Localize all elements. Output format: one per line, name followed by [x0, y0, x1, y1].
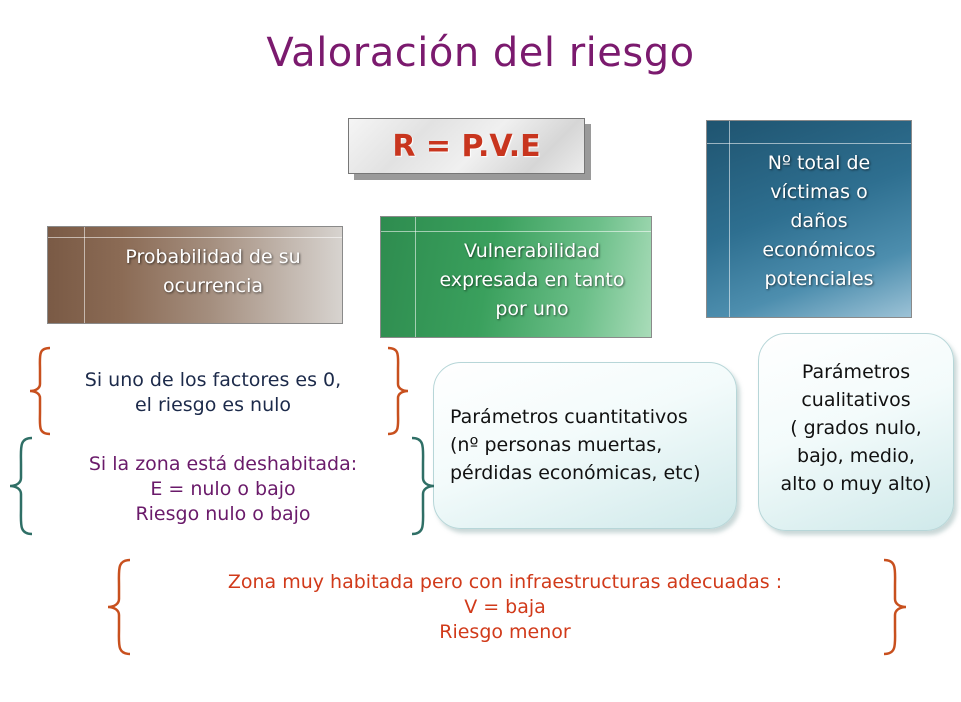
right-brace-icon: [411, 436, 435, 536]
quantitative-parameters-text: Parámetros cuantitativos (nº personas mu…: [450, 406, 701, 484]
vulnerability-label: Vulnerabilidad expresada en tanto por un…: [439, 240, 625, 320]
probability-card: Probabilidad de su ocurrencia: [47, 226, 343, 324]
qualitative-parameters-box: Parámetros cualitativos ( grados nulo, b…: [758, 333, 954, 531]
formula-text: R = P.V.E: [392, 128, 541, 164]
right-brace-icon: [883, 558, 907, 656]
vulnerability-card: Vulnerabilidad expresada en tanto por un…: [380, 216, 652, 338]
zero-factor-statement: Si uno de los factores es 0, el riesgo e…: [84, 369, 342, 416]
left-brace-icon: [9, 436, 33, 536]
quantitative-parameters-box: Parámetros cuantitativos (nº personas mu…: [433, 362, 737, 529]
page-title: Valoración del riesgo: [266, 30, 695, 76]
well-equipped-statement: Zona muy habitada pero con infraestructu…: [227, 571, 783, 643]
card-grid-line: [381, 231, 651, 232]
card-grid-line: [48, 237, 342, 238]
probability-label: Probabilidad de su ocurrencia: [125, 246, 301, 297]
left-brace-icon: [29, 346, 51, 436]
card-grid-line: [84, 227, 85, 323]
card-grid-line: [415, 217, 416, 337]
formula-box: R = P.V.E: [348, 118, 585, 174]
exposure-card: Nº total de víctimas o daños económicos …: [706, 120, 912, 318]
uninhabited-statement: Si la zona está deshabitada: E = nulo o …: [88, 453, 358, 525]
card-grid-line: [707, 143, 911, 144]
qualitative-parameters-text: Parámetros cualitativos ( grados nulo, b…: [780, 361, 932, 495]
left-brace-icon: [107, 558, 131, 656]
card-grid-line: [729, 121, 730, 317]
exposure-label: Nº total de víctimas o daños económicos …: [762, 152, 876, 290]
right-brace-icon: [387, 346, 409, 436]
